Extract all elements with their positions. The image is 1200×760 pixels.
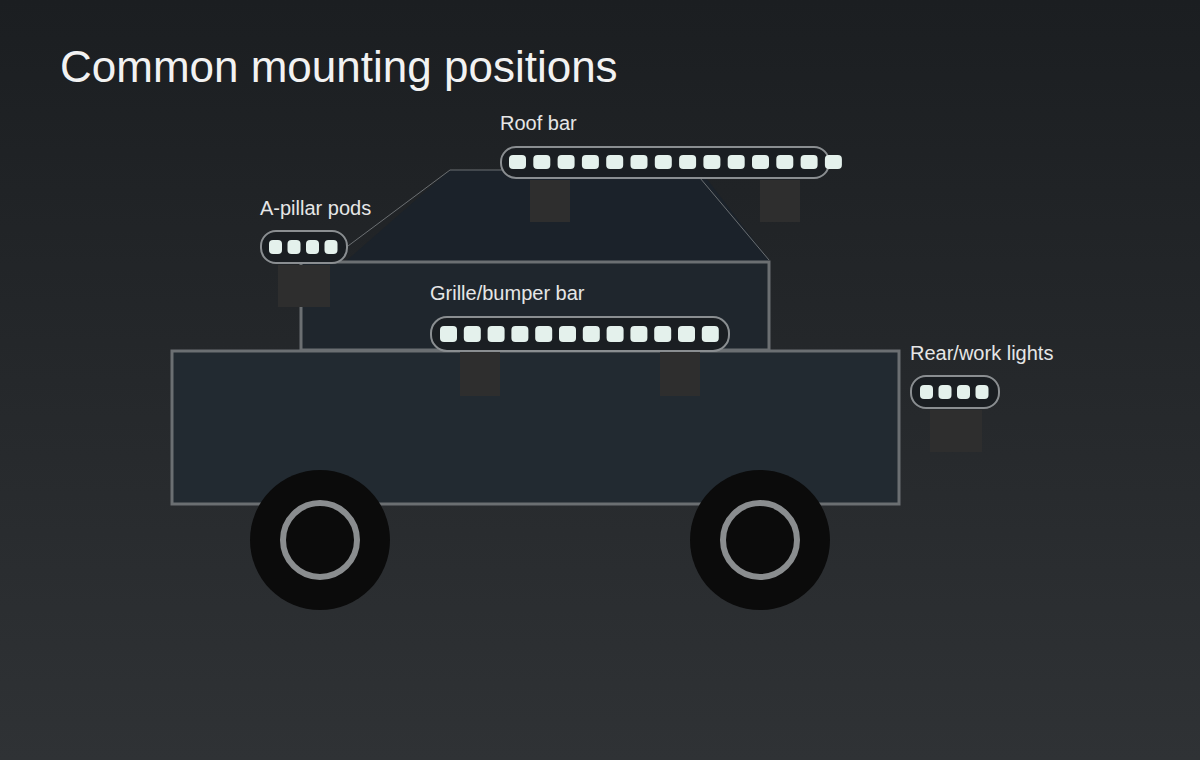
led <box>269 240 282 254</box>
part-label: A-pillar pods <box>260 197 371 220</box>
led <box>535 326 552 342</box>
diagram-title: Common mounting positions <box>60 42 618 92</box>
led <box>654 326 671 342</box>
led <box>825 155 842 169</box>
part-label: Grille/bumper bar <box>430 282 585 305</box>
front-wheel <box>250 470 390 610</box>
led <box>559 326 576 342</box>
led <box>631 155 648 169</box>
led <box>728 155 745 169</box>
led <box>702 326 719 342</box>
roof-light-bar <box>501 147 829 178</box>
mount-bracket <box>530 180 570 222</box>
led <box>939 385 952 399</box>
roof-line <box>450 170 502 171</box>
led <box>288 240 301 254</box>
led <box>488 326 505 342</box>
part-label: Rear/work lights <box>910 342 1053 365</box>
led <box>606 155 623 169</box>
led <box>558 155 575 169</box>
a-pillar-pod <box>261 231 347 263</box>
led <box>511 326 528 342</box>
rear-roof-line <box>700 178 769 260</box>
led <box>957 385 970 399</box>
led <box>325 240 338 254</box>
roof-panel <box>345 170 769 262</box>
led <box>776 155 793 169</box>
led <box>306 240 319 254</box>
rear-work-light <box>911 376 999 408</box>
led <box>976 385 989 399</box>
rear-wheel <box>690 470 830 610</box>
mount-bracket <box>760 180 800 222</box>
mount-bracket <box>660 352 700 396</box>
led <box>703 155 720 169</box>
led <box>655 155 672 169</box>
grille-light-bar <box>431 317 729 351</box>
led <box>464 326 481 342</box>
rear-hub <box>723 503 797 577</box>
led <box>752 155 769 169</box>
front-hub <box>283 503 357 577</box>
cab <box>301 262 769 350</box>
led <box>920 385 933 399</box>
led <box>678 326 695 342</box>
led <box>679 155 696 169</box>
led <box>533 155 550 169</box>
led <box>509 155 526 169</box>
led <box>801 155 818 169</box>
part-label: Roof bar <box>500 112 577 135</box>
mount-bracket <box>278 265 330 307</box>
mount-bracket <box>930 410 982 452</box>
led <box>582 155 599 169</box>
mount-bracket <box>460 352 500 396</box>
led <box>583 326 600 342</box>
led <box>440 326 457 342</box>
led <box>630 326 647 342</box>
led <box>607 326 624 342</box>
led-group <box>269 155 989 399</box>
